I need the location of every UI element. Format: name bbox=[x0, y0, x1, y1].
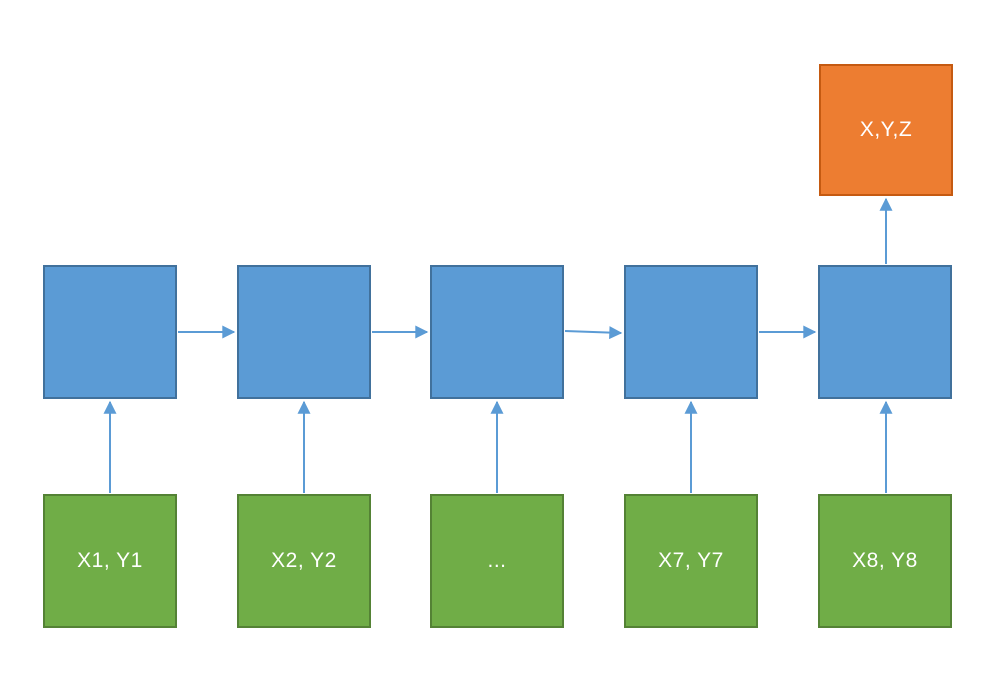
node-hidden-4 bbox=[624, 265, 758, 399]
node-input-1: X1, Y1 bbox=[43, 494, 177, 628]
node-input-3: ... bbox=[430, 494, 564, 628]
node-hidden-2 bbox=[237, 265, 371, 399]
node-input-label: X8, Y8 bbox=[852, 549, 918, 572]
node-input-label: ... bbox=[487, 549, 507, 572]
node-input-label: X2, Y2 bbox=[271, 549, 337, 572]
node-input-2: X2, Y2 bbox=[237, 494, 371, 628]
node-input-label: X7, Y7 bbox=[658, 549, 724, 572]
arrow-hidden3-to-hidden4 bbox=[564, 326, 623, 340]
node-hidden-5 bbox=[818, 265, 952, 399]
node-input-5: X8, Y8 bbox=[818, 494, 952, 628]
node-input-4: X7, Y7 bbox=[624, 494, 758, 628]
node-output: X,Y,Z bbox=[819, 64, 953, 196]
node-input-label: X1, Y1 bbox=[77, 549, 143, 572]
node-hidden-1 bbox=[43, 265, 177, 399]
node-output-label: X,Y,Z bbox=[859, 118, 913, 141]
node-hidden-3 bbox=[430, 265, 564, 399]
